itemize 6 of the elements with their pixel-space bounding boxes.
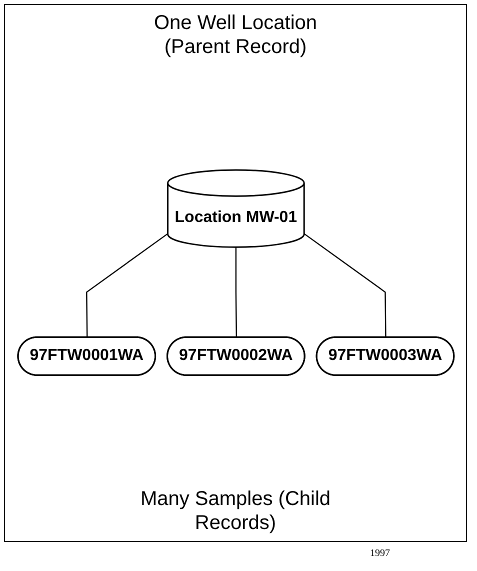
connector: [86, 234, 168, 338]
connector: [234, 248, 237, 338]
connector: [303, 234, 386, 338]
copyright-note: 1997: [370, 548, 390, 559]
diagram-title: One Well Location (Parent Record): [152, 11, 318, 59]
diagram-caption: Many Samples (Child Records): [139, 487, 332, 535]
